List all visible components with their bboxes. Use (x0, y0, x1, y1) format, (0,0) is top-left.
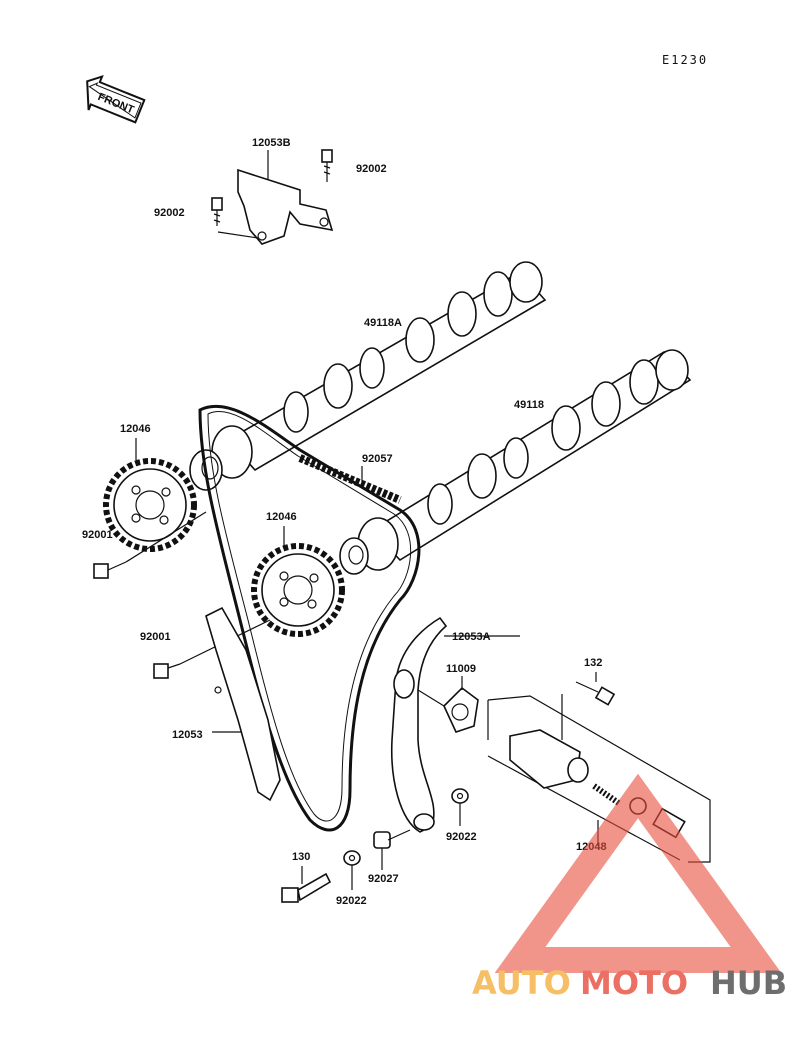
watermark-logo: AUTO MOTO HUB (472, 773, 787, 1002)
watermark-auto: AUTO (472, 964, 571, 1002)
washer-icon (343, 850, 361, 890)
watermark-moto: MOTO (580, 964, 688, 1002)
bolt-icon (211, 197, 223, 226)
pivot-bolt-icon (281, 866, 332, 903)
label-12053B: 12053B (252, 137, 291, 149)
label-11009: 11009 (446, 663, 476, 675)
cam-sprocket (103, 438, 197, 552)
label-92022-bottom: 92022 (336, 895, 367, 907)
label-92027: 92027 (368, 873, 399, 885)
watermark-hub: HUB (710, 964, 787, 1002)
label-12053: 12053 (172, 729, 203, 741)
chain-tensioner-guide (390, 616, 520, 833)
diagram-reference: E1230 (662, 53, 708, 67)
cam-chain-guide-bracket (217, 150, 334, 245)
tensioner-gasket (417, 676, 479, 733)
label-49118: 49118 (514, 399, 544, 411)
label-92002-left: 92002 (154, 207, 185, 219)
label-12046-mid: 12046 (266, 511, 297, 523)
sprocket-bolt-icon (93, 511, 207, 579)
cam-sprocket (251, 526, 345, 637)
label-12053A: 12053A (452, 631, 491, 643)
label-132: 132 (584, 657, 602, 669)
cam-chain (198, 404, 421, 832)
label-92001-lower: 92001 (140, 631, 171, 643)
label-92002-top: 92002 (356, 163, 387, 175)
camshaft-exhaust (339, 349, 692, 575)
label-12046-left: 12046 (120, 423, 151, 435)
chain-guide-front (205, 606, 281, 802)
collar-icon (373, 829, 411, 870)
label-92001-upper: 92001 (82, 529, 113, 541)
chain-guide-link (298, 454, 402, 504)
front-arrow-icon: FRONT (86, 74, 146, 124)
label-130: 130 (292, 851, 310, 863)
washer-icon (451, 788, 469, 826)
label-49118A: 49118A (364, 317, 402, 329)
bolt-icon (321, 149, 333, 182)
label-92022-right: 92022 (446, 831, 477, 843)
tensioner-bolt-icon (575, 672, 616, 706)
label-92057: 92057 (362, 453, 393, 465)
